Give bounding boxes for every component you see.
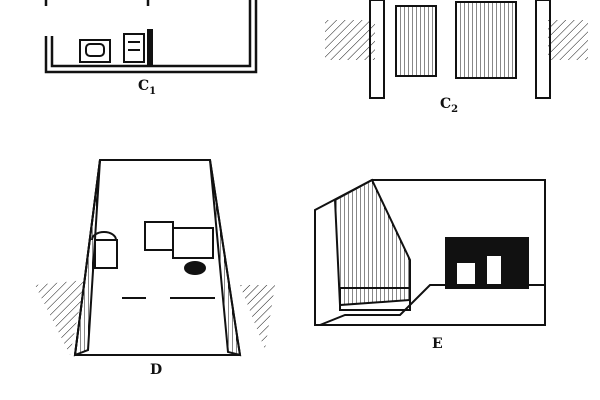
figure-e-tomb [314,178,546,326]
figure-d-room [35,159,275,357]
figure-label-d: D [150,362,163,378]
figure-c2-gate [325,0,588,99]
figure-label-c1: C1 [138,78,157,97]
figure-label-c2: C2 [440,96,459,115]
figure-label-e: E [432,336,443,352]
figure-c1-plan [44,0,258,74]
